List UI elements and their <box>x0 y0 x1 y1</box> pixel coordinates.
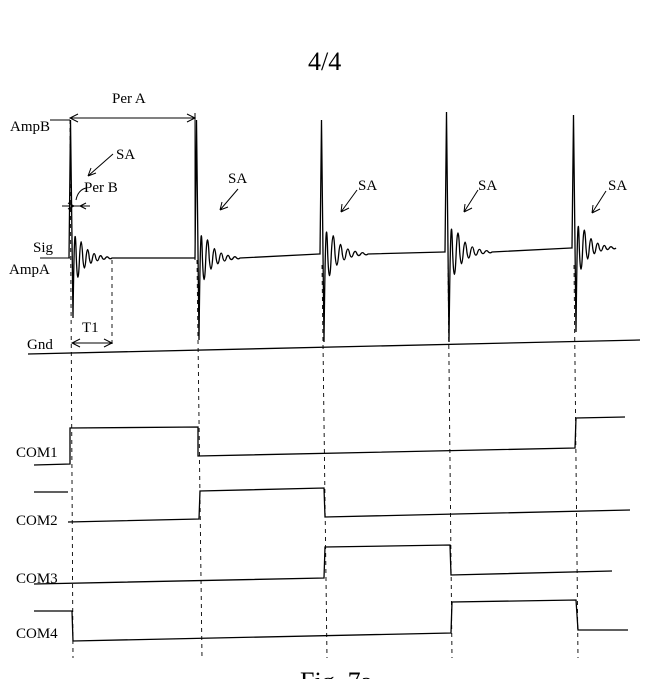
sig-label: Sig <box>33 240 54 256</box>
sa-label: SA <box>478 178 497 194</box>
sa-label: SA <box>228 171 247 187</box>
com4-waveform <box>34 599 628 642</box>
pulse-5-dashed-line <box>573 264 579 659</box>
pulse-1-dashed-line <box>69 119 74 659</box>
com3-label: COM3 <box>16 571 58 587</box>
sa-arrow <box>87 153 114 177</box>
gnd-line <box>27 339 641 355</box>
sa-arrow <box>463 189 479 213</box>
com1-waveform <box>33 416 626 466</box>
ampa-label: AmpA <box>9 262 50 278</box>
t1-label: T1 <box>82 320 99 336</box>
com3-waveform <box>33 544 613 585</box>
com2-label: COM2 <box>16 513 58 529</box>
figure-caption: Fig. 7a <box>300 667 373 679</box>
sa-arrow <box>219 188 239 211</box>
sa-annotation-1: SA <box>87 147 135 177</box>
sa-arrow <box>340 189 358 213</box>
ampb-label: AmpB <box>10 119 50 135</box>
per-b-label: Per B <box>84 180 118 196</box>
pulse-2-dashed-line <box>196 259 203 659</box>
com2-waveform <box>34 487 631 523</box>
page-number: 4/4 <box>308 47 341 76</box>
sa-annotation-4: SA <box>463 178 497 213</box>
pulse-4-dashed-line <box>447 264 453 659</box>
sa-annotation-5: SA <box>591 178 627 214</box>
sa-label: SA <box>116 147 135 163</box>
pulse-3-dashed-line <box>321 264 328 659</box>
per-a-label: Per A <box>112 91 146 107</box>
sa-annotation-3: SA <box>340 178 377 213</box>
t1-arrowheads <box>70 338 114 348</box>
sa-annotation-2: SA <box>219 171 247 211</box>
gnd-label: Gnd <box>27 337 53 353</box>
com1-label: COM1 <box>16 445 58 461</box>
per-b-leader <box>75 187 87 201</box>
com4-label: COM4 <box>16 626 58 642</box>
sa-label: SA <box>608 178 627 194</box>
sa-label: SA <box>358 178 377 194</box>
signal-waveform <box>68 111 617 343</box>
sa-arrow <box>591 190 607 214</box>
per-b-arrowheads <box>67 202 87 210</box>
